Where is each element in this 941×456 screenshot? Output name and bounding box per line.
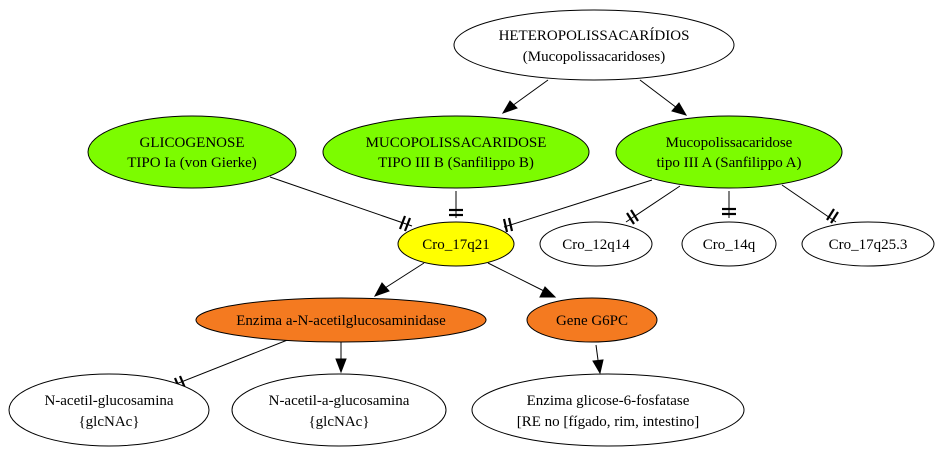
edges (165, 79, 839, 391)
edge-muco-a-to-cro17q253 (781, 184, 839, 224)
node-cro-17q25-3[interactable]: Cro_17q25.3 (801, 221, 935, 267)
node-label-line1: N-acetil-a-glucosamina (269, 393, 410, 409)
node-glicogenose[interactable]: GLICOGENOSE TIPO Ia (von Gierke) (87, 115, 297, 189)
node-enzima-glicose-6-fosfatase[interactable]: Enzima glicose-6-fosfatase [RE no [fígad… (471, 373, 745, 447)
node-label-line2: TIPO Ia (von Gierke) (127, 155, 257, 171)
node-label: Enzima a-N-acetilglucosaminidase (236, 313, 446, 329)
node-label-line1: HETEROPOLISSACARÍDIOS (499, 27, 690, 44)
edge-gene-g6pc-to-g6pase (592, 344, 604, 375)
node-gene-g6pc[interactable]: Gene G6PC (526, 297, 658, 343)
node-cro-14q[interactable]: Cro_14q (681, 221, 777, 267)
node-label-line2: tipo III A (Sanfilippo A) (657, 155, 802, 171)
node-label-line1: Enzima glicose-6-fosfatase (527, 393, 690, 409)
edge-muco-a-to-cro17q21 (502, 179, 653, 233)
node-label-line2: {glcNAc} (78, 414, 139, 430)
nodes: HETEROPOLISSACARÍDIOS (Mucopolissacarido… (8, 9, 935, 447)
node-label-line1: GLICOGENOSE (140, 135, 245, 151)
edge-hetero-to-muco-a (639, 79, 688, 116)
node-cro-17q21[interactable]: Cro_17q21 (397, 221, 515, 267)
node-label: Gene G6PC (556, 313, 628, 329)
edge-muco-a-to-cro14q (722, 191, 736, 218)
node-n-acetil-glucosamina[interactable]: N-acetil-glucosamina {glcNAc} (8, 373, 210, 447)
edge-muco-a-to-cro12q14 (625, 185, 681, 225)
edge-enzima-to-glcnac2 (335, 342, 347, 374)
node-label: Cro_17q21 (422, 237, 490, 253)
node-label-line1: N-acetil-glucosamina (44, 393, 173, 409)
node-heteropolissacaridios[interactable]: HETEROPOLISSACARÍDIOS (Mucopolissacarido… (453, 9, 735, 81)
edge-glicogenose-to-cro17q21 (269, 176, 413, 232)
node-label-line2: [RE no [fígado, rim, intestino] (517, 414, 699, 430)
node-label: Cro_17q25.3 (829, 237, 908, 253)
edge-cro17q21-to-gene-g6pc (487, 262, 557, 298)
node-enzima-naglu[interactable]: Enzima a-N-acetilglucosaminidase (195, 297, 487, 343)
node-label-line2: (Mucopolissacaridoses) (523, 49, 665, 65)
node-label-line1: Mucopolissacaridose (666, 135, 793, 151)
node-mucopolissacaridose-iii-b[interactable]: MUCOPOLISSACARIDOSE TIPO III B (Sanfilip… (322, 115, 590, 189)
node-cro-12q14[interactable]: Cro_12q14 (539, 221, 653, 267)
node-label: Cro_12q14 (562, 237, 630, 253)
edge-cro17q21-to-enzima (373, 262, 425, 297)
node-label-line2: {glcNAc} (308, 414, 369, 430)
node-n-acetil-a-glucosamina[interactable]: N-acetil-a-glucosamina {glcNAc} (231, 373, 447, 447)
node-label-line2: TIPO III B (Sanfilippo B) (378, 155, 534, 171)
node-label-line1: MUCOPOLISSACARIDOSE (366, 135, 547, 151)
node-mucopolissacaridose-iii-a[interactable]: Mucopolissacaridose tipo III A (Sanfilip… (615, 115, 843, 189)
edge-hetero-to-muco-b (501, 79, 549, 114)
node-label: Cro_14q (703, 237, 756, 253)
edge-muco-b-to-cro17q21 (449, 191, 463, 218)
